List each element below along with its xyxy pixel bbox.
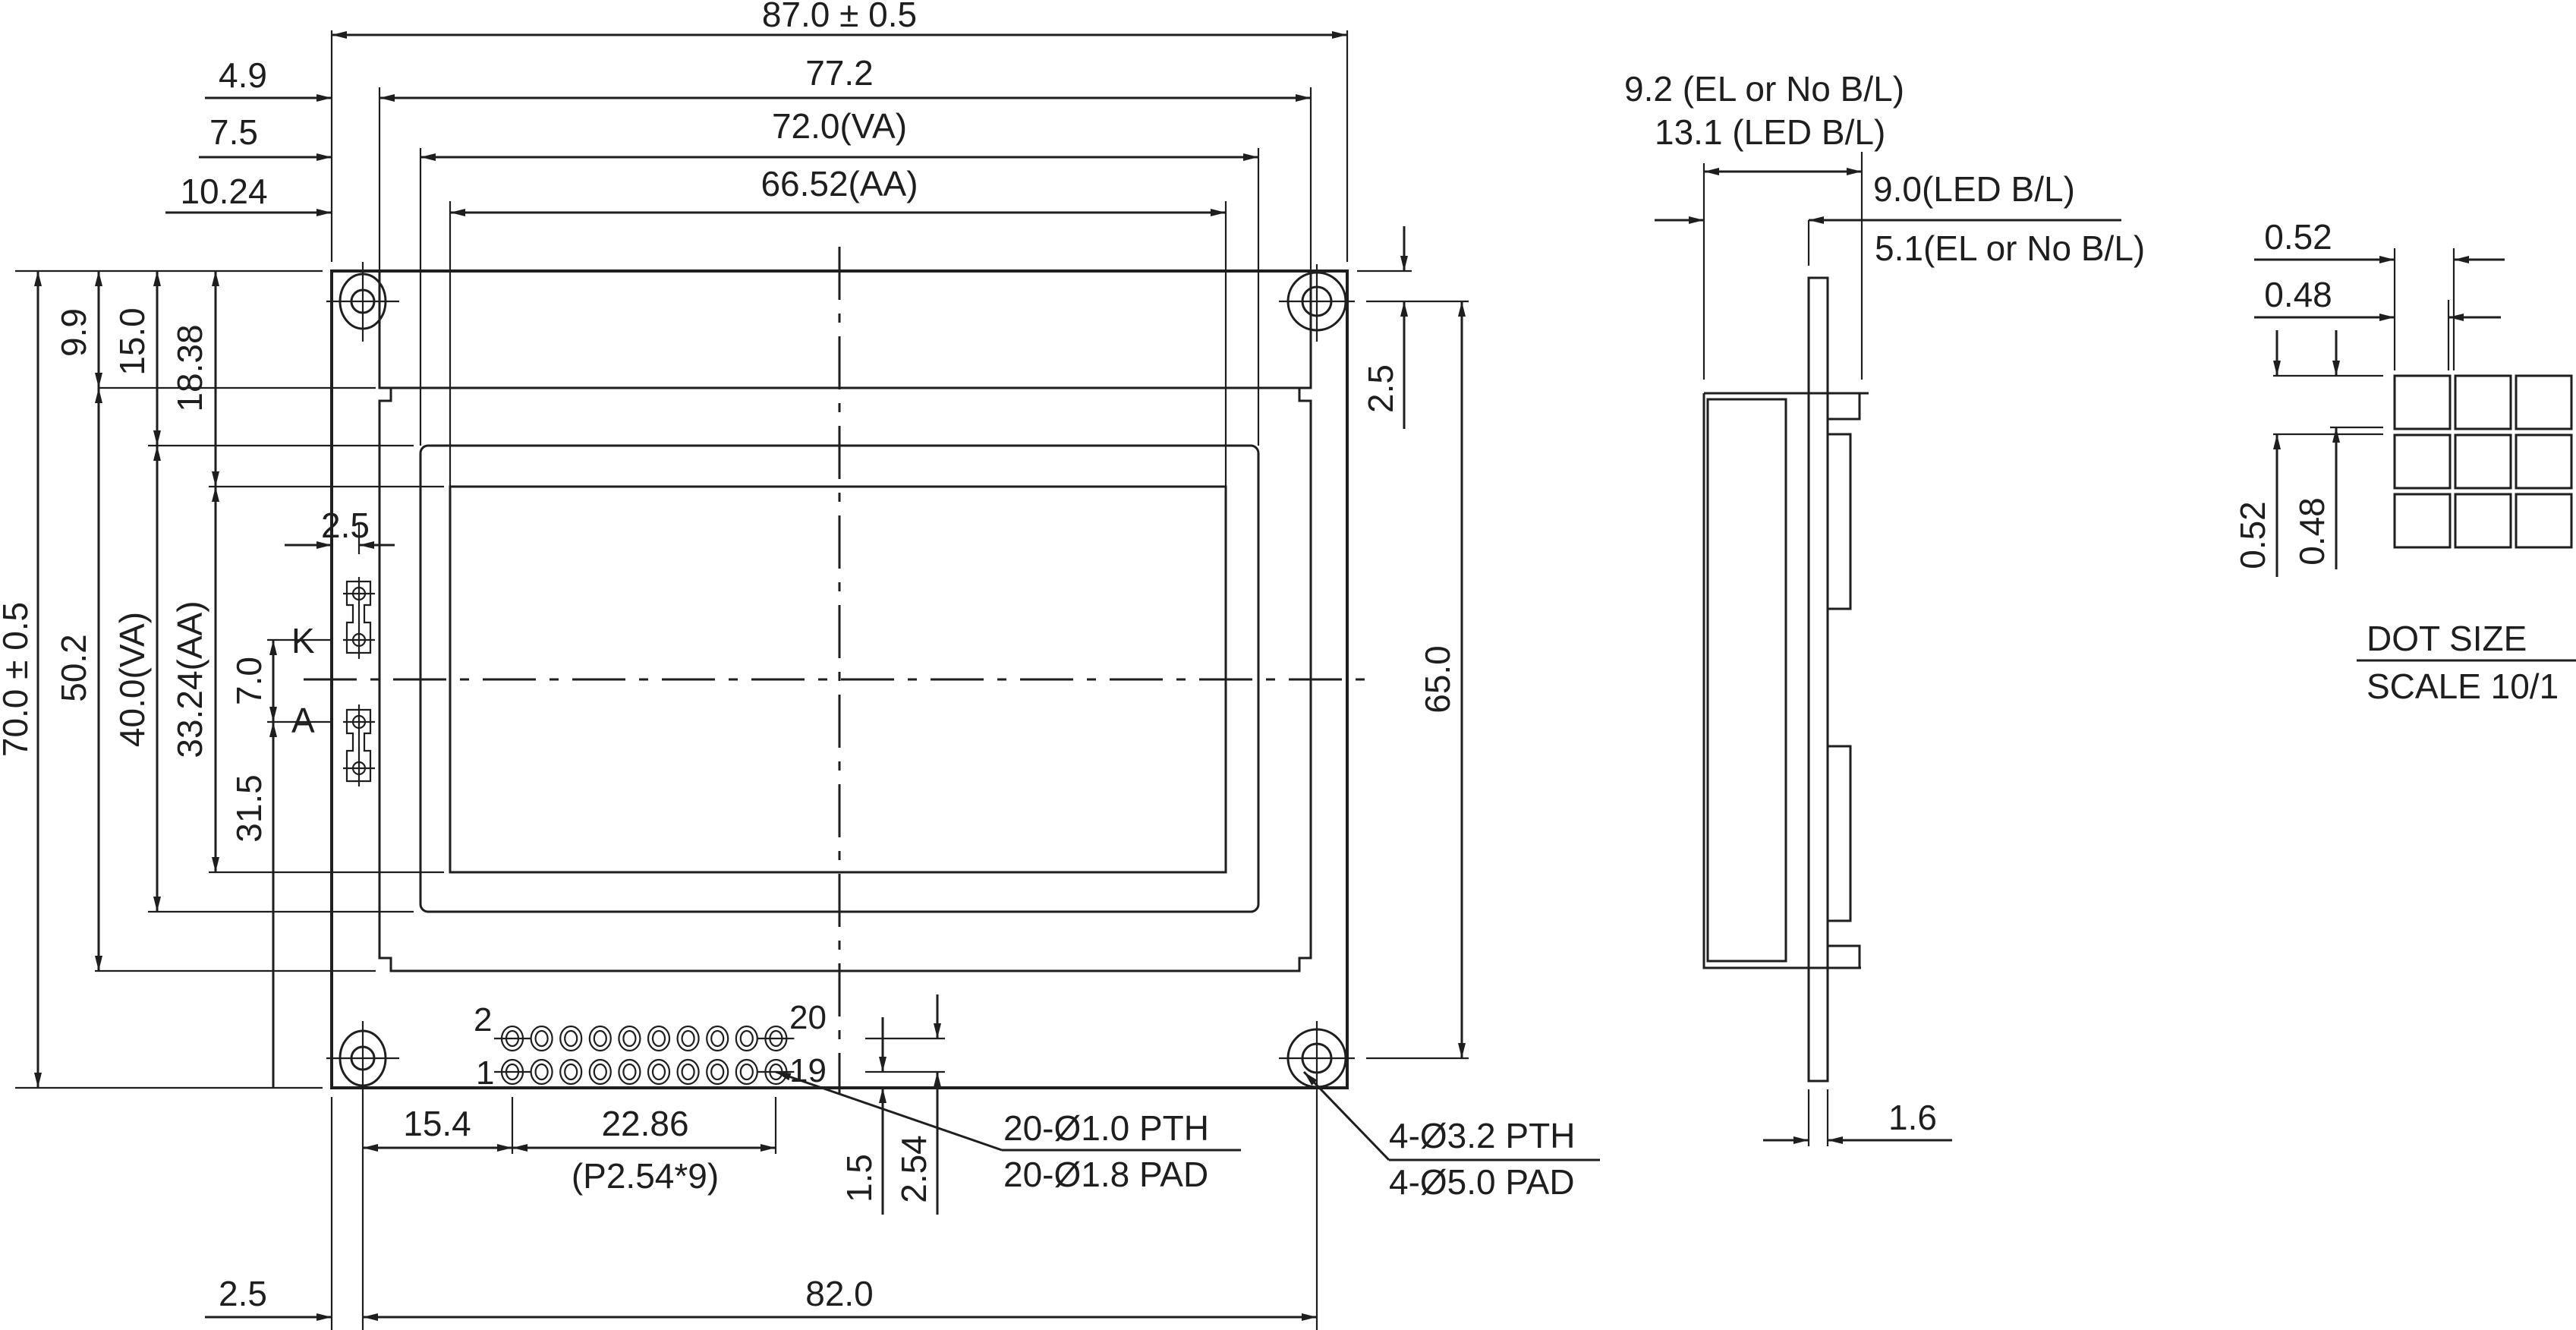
side-pcb — [1807, 276, 1829, 1083]
mounting-hole-tl-icon — [326, 262, 399, 342]
dim-overall-width: 87.0 ± 0.5 — [762, 0, 917, 34]
dim-backlight-spacing: 7.0 — [229, 657, 269, 705]
side-dim-el-depth: 5.1(EL or No B/L) — [1875, 228, 2145, 268]
pin-label-1: 1 — [476, 1054, 494, 1092]
dim-va-offset: 7.5 — [209, 112, 258, 152]
dim-backlight-height: 31.5 — [229, 774, 269, 843]
dim-va-top-offset: 15.0 — [112, 307, 152, 376]
dim-connector-pitch-note: (P2.54*9) — [572, 1156, 719, 1196]
dot-size-y: 0.48 — [2292, 497, 2332, 566]
dim-bezel-top-offset: 9.9 — [54, 308, 93, 357]
dot-scale-label: SCALE 10/1 — [2367, 667, 2559, 706]
connector-pins-icon — [494, 1025, 795, 1086]
dim-bezel-offset: 4.9 — [219, 55, 267, 95]
anode-label: A — [291, 701, 315, 740]
dim-connector-row-pitch: 2.54 — [894, 1135, 934, 1203]
dot-grid-icon — [2393, 374, 2573, 549]
dim-connector-span: 22.86 — [601, 1104, 688, 1143]
dim-bezel-height: 50.2 — [54, 634, 93, 702]
connector-pth-note: 20-Ø1.0 PTH — [1003, 1108, 1209, 1148]
dim-backlight-offset: 2.5 — [321, 506, 370, 545]
pin-label-2: 2 — [474, 1001, 492, 1038]
dim-va-width: 72.0(VA) — [772, 106, 907, 146]
dim-hole-left-offset: 2.5 — [219, 1274, 267, 1313]
dim-hole-top-offset: 2.5 — [1361, 364, 1400, 413]
mounting-hole-bl-icon — [326, 1021, 399, 1097]
side-dim-led-depth: 9.0(LED B/L) — [1873, 169, 2075, 209]
connector-pad-note: 20-Ø1.8 PAD — [1003, 1155, 1208, 1194]
side-view: 9.2 (EL or No B/L) 13.1 (LED B/L) 9.0(LE… — [1624, 69, 2145, 1146]
dim-bezel-width: 77.2 — [805, 53, 874, 93]
dim-va-height: 40.0(VA) — [112, 612, 152, 747]
dim-aa-height: 33.24(AA) — [170, 600, 209, 758]
side-dim-pcb-thickness: 1.6 — [1888, 1098, 1937, 1137]
dot-size-x: 0.48 — [2264, 275, 2332, 314]
dim-connector-offset-x: 15.4 — [403, 1104, 471, 1143]
dot-size-title: DOT SIZE — [2367, 619, 2527, 658]
bezel-outline — [378, 271, 1312, 972]
mounting-pth-note: 4-Ø3.2 PTH — [1389, 1116, 1575, 1155]
pin-label-20: 20 — [789, 999, 827, 1036]
dim-aa-width: 66.52(AA) — [761, 164, 918, 203]
active-area — [449, 485, 1227, 874]
dot-detail: 0.52 0.48 0.52 0.48 DOT SIZE SCALE 10/1 — [2233, 217, 2576, 706]
front-view: K A 2 1 20 19 87.0 ± 0.5 4.9 77.2 7.5 72… — [0, 0, 1600, 1330]
dim-aa-top-offset: 18.38 — [170, 324, 209, 411]
backlight-pads-icon — [343, 577, 375, 786]
dim-hole-spacing-horizontal: 82.0 — [805, 1274, 874, 1313]
dim-aa-offset: 10.24 — [180, 172, 267, 211]
dim-hole-spacing-vertical: 65.0 — [1418, 645, 1457, 714]
mounting-pad-note: 4-Ø5.0 PAD — [1389, 1162, 1575, 1202]
mounting-hole-tr-icon — [1279, 264, 1355, 342]
dot-pitch-x: 0.52 — [2264, 217, 2332, 257]
side-dim-total-el: 9.2 (EL or No B/L) — [1624, 69, 1904, 109]
dim-overall-height: 70.0 ± 0.5 — [0, 602, 35, 757]
side-dim-total-led: 13.1 (LED B/L) — [1655, 112, 1885, 152]
dim-connector-offset-y: 1.5 — [839, 1154, 879, 1202]
dot-pitch-y: 0.52 — [2233, 501, 2272, 569]
